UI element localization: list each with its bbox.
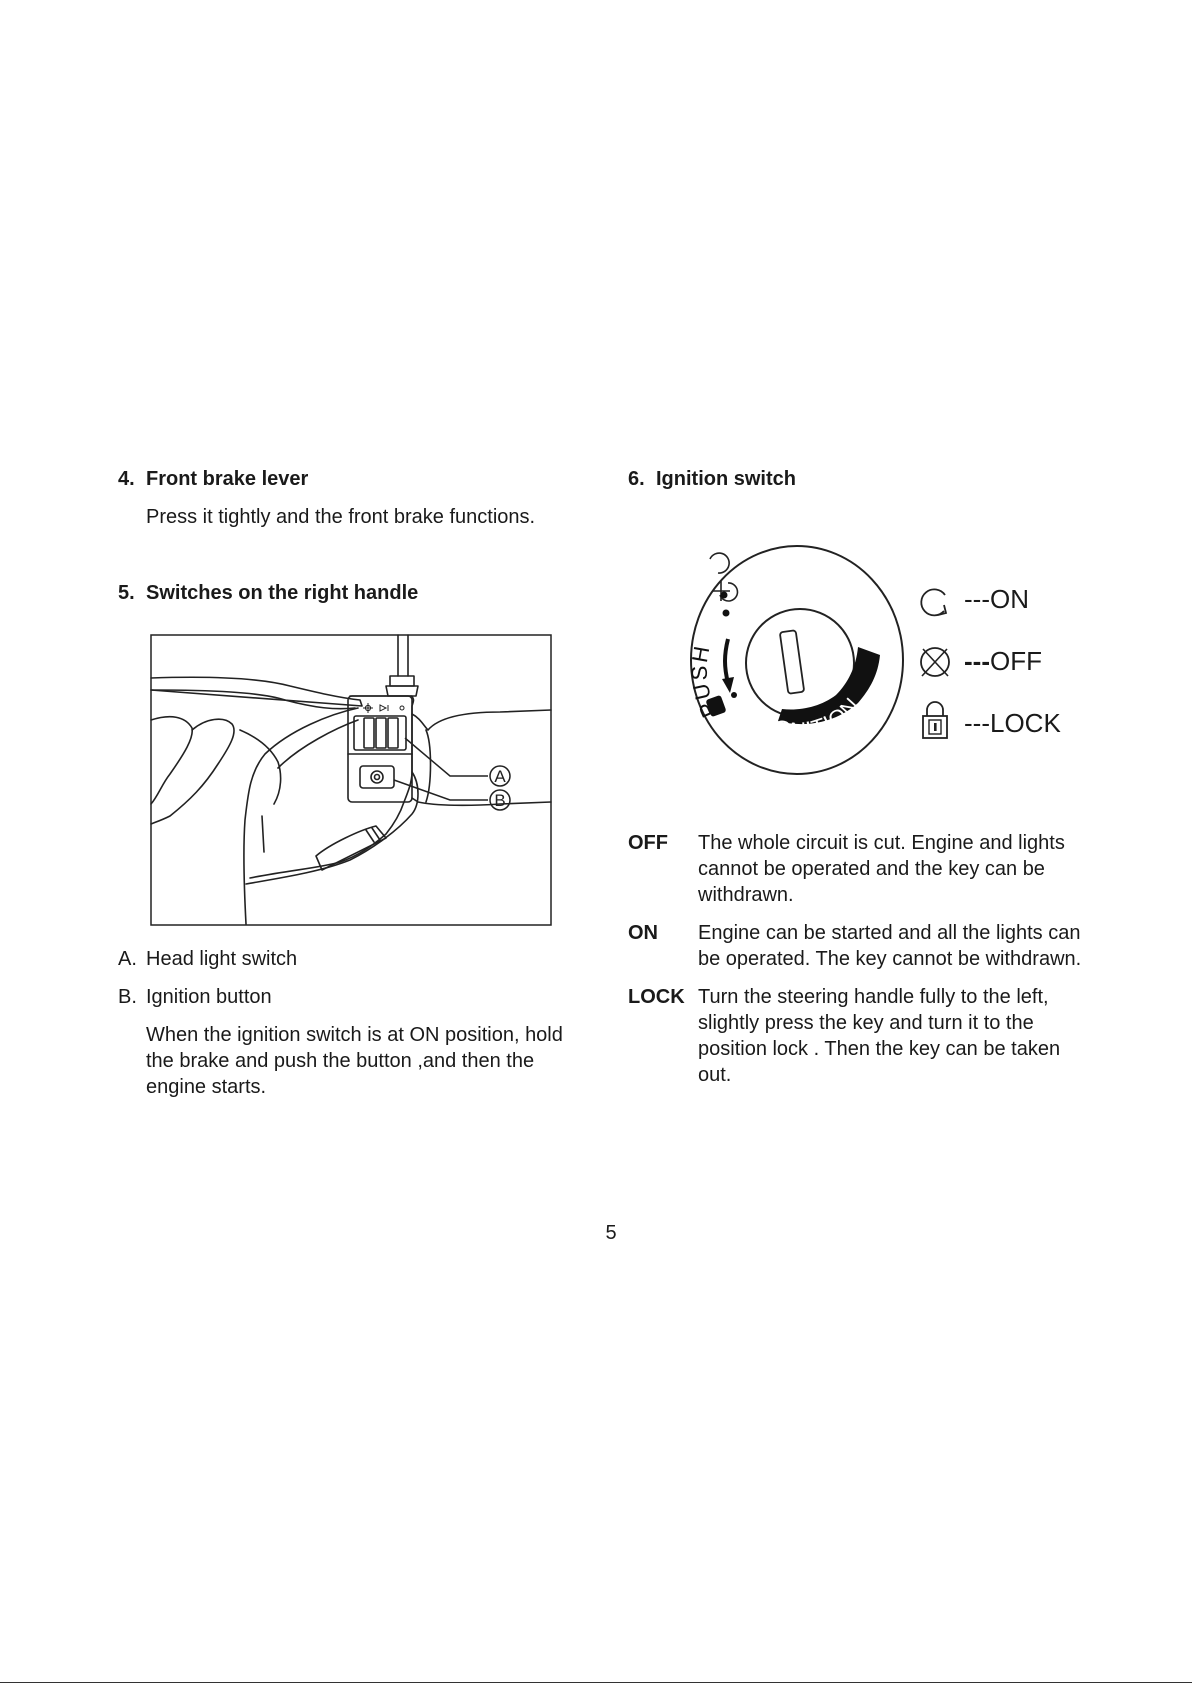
label-b: B bbox=[494, 791, 505, 810]
page-number: 5 bbox=[605, 1222, 617, 1244]
section-4-body: Press it tightly and the front brake fun… bbox=[146, 506, 536, 528]
on-icon bbox=[920, 588, 948, 617]
def-off: OFF The whole circuit is cut. Engine and… bbox=[628, 832, 1065, 906]
section-5-heading: 5. Switches on the right handle bbox=[118, 581, 598, 605]
label-a: A bbox=[494, 767, 506, 786]
list-item: B. Ignition button bbox=[118, 986, 272, 1008]
section-5-number: 5. bbox=[118, 582, 135, 604]
lock-icon bbox=[922, 701, 948, 739]
section-4-number: 4. bbox=[118, 468, 135, 490]
ignition-dial-figure: IGNITION PUSH bbox=[688, 545, 904, 775]
legend-on: ---ON bbox=[964, 584, 1029, 614]
off-icon bbox=[920, 647, 950, 677]
bottom-rule bbox=[0, 1682, 1192, 1683]
legend-off: ---OFF bbox=[964, 646, 1042, 676]
section-5-title: Switches on the right handle bbox=[146, 582, 419, 604]
list-item: A. Head light switch bbox=[118, 948, 298, 970]
section-4-title: Front brake lever bbox=[146, 468, 309, 490]
term-on: ON bbox=[628, 922, 658, 944]
def-on: ON Engine can be started and all the lig… bbox=[628, 922, 1082, 970]
term-lock: LOCK bbox=[628, 986, 685, 1008]
legend-lock: ---LOCK bbox=[964, 708, 1061, 738]
section-6-title: Ignition switch bbox=[656, 468, 796, 490]
section-4: 4. Front brake lever Press it tightly an… bbox=[118, 467, 598, 530]
ignition-note: When the ignition switch is at ON positi… bbox=[146, 1024, 563, 1098]
def-lock: LOCK Turn the steering handle fully to t… bbox=[628, 986, 1061, 1086]
right-handle-switch-figure: A B bbox=[150, 634, 552, 926]
section-6-heading: 6. Ignition switch bbox=[628, 467, 1108, 491]
section-6-number: 6. bbox=[628, 468, 645, 490]
item-list: A. Head light switch B. Ignition button … bbox=[118, 946, 598, 1100]
term-off: OFF bbox=[628, 832, 668, 854]
